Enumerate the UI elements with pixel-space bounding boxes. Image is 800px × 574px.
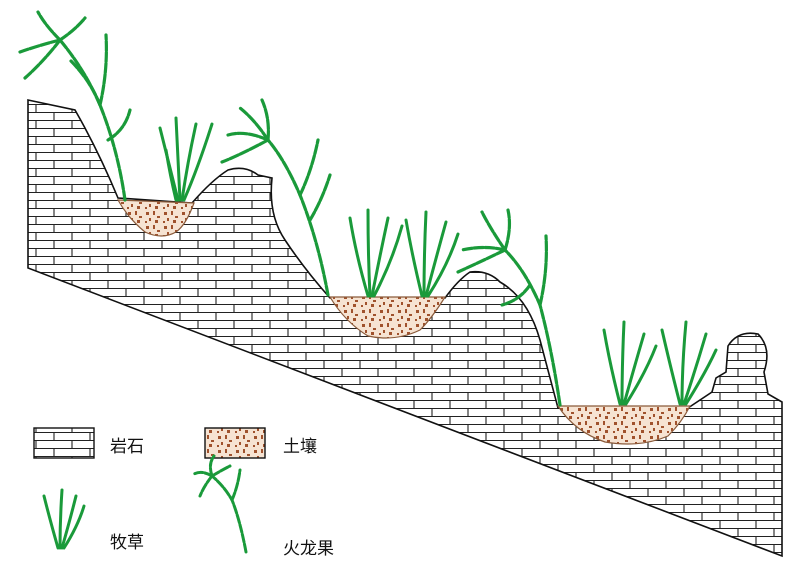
legend-soil-label: 土壤 [283, 437, 317, 457]
pitaya-plant-1 [18, 10, 132, 202]
grass-clump-2 [348, 208, 404, 298]
legend-rock-label: 岩石 [110, 437, 144, 457]
soil-pocket-1 [116, 199, 195, 237]
legend-grass-label: 牧草 [110, 533, 144, 553]
grass-clump-3 [404, 210, 460, 298]
legend-soil-swatch [204, 427, 266, 459]
grass-clump-5 [660, 320, 718, 406]
soil-pocket-3 [556, 405, 691, 445]
legend-pitaya-label: 火龙果 [283, 539, 334, 559]
grass-clump-4 [602, 320, 658, 406]
pitaya-plant-3 [456, 208, 562, 407]
legend-rock-swatch [33, 427, 95, 459]
legend-grass-icon [42, 488, 86, 550]
legend-pitaya-icon [192, 454, 248, 554]
soil-pocket-2 [328, 296, 447, 339]
pitaya-plant-2 [220, 98, 332, 297]
grass-clump-1 [158, 116, 214, 202]
